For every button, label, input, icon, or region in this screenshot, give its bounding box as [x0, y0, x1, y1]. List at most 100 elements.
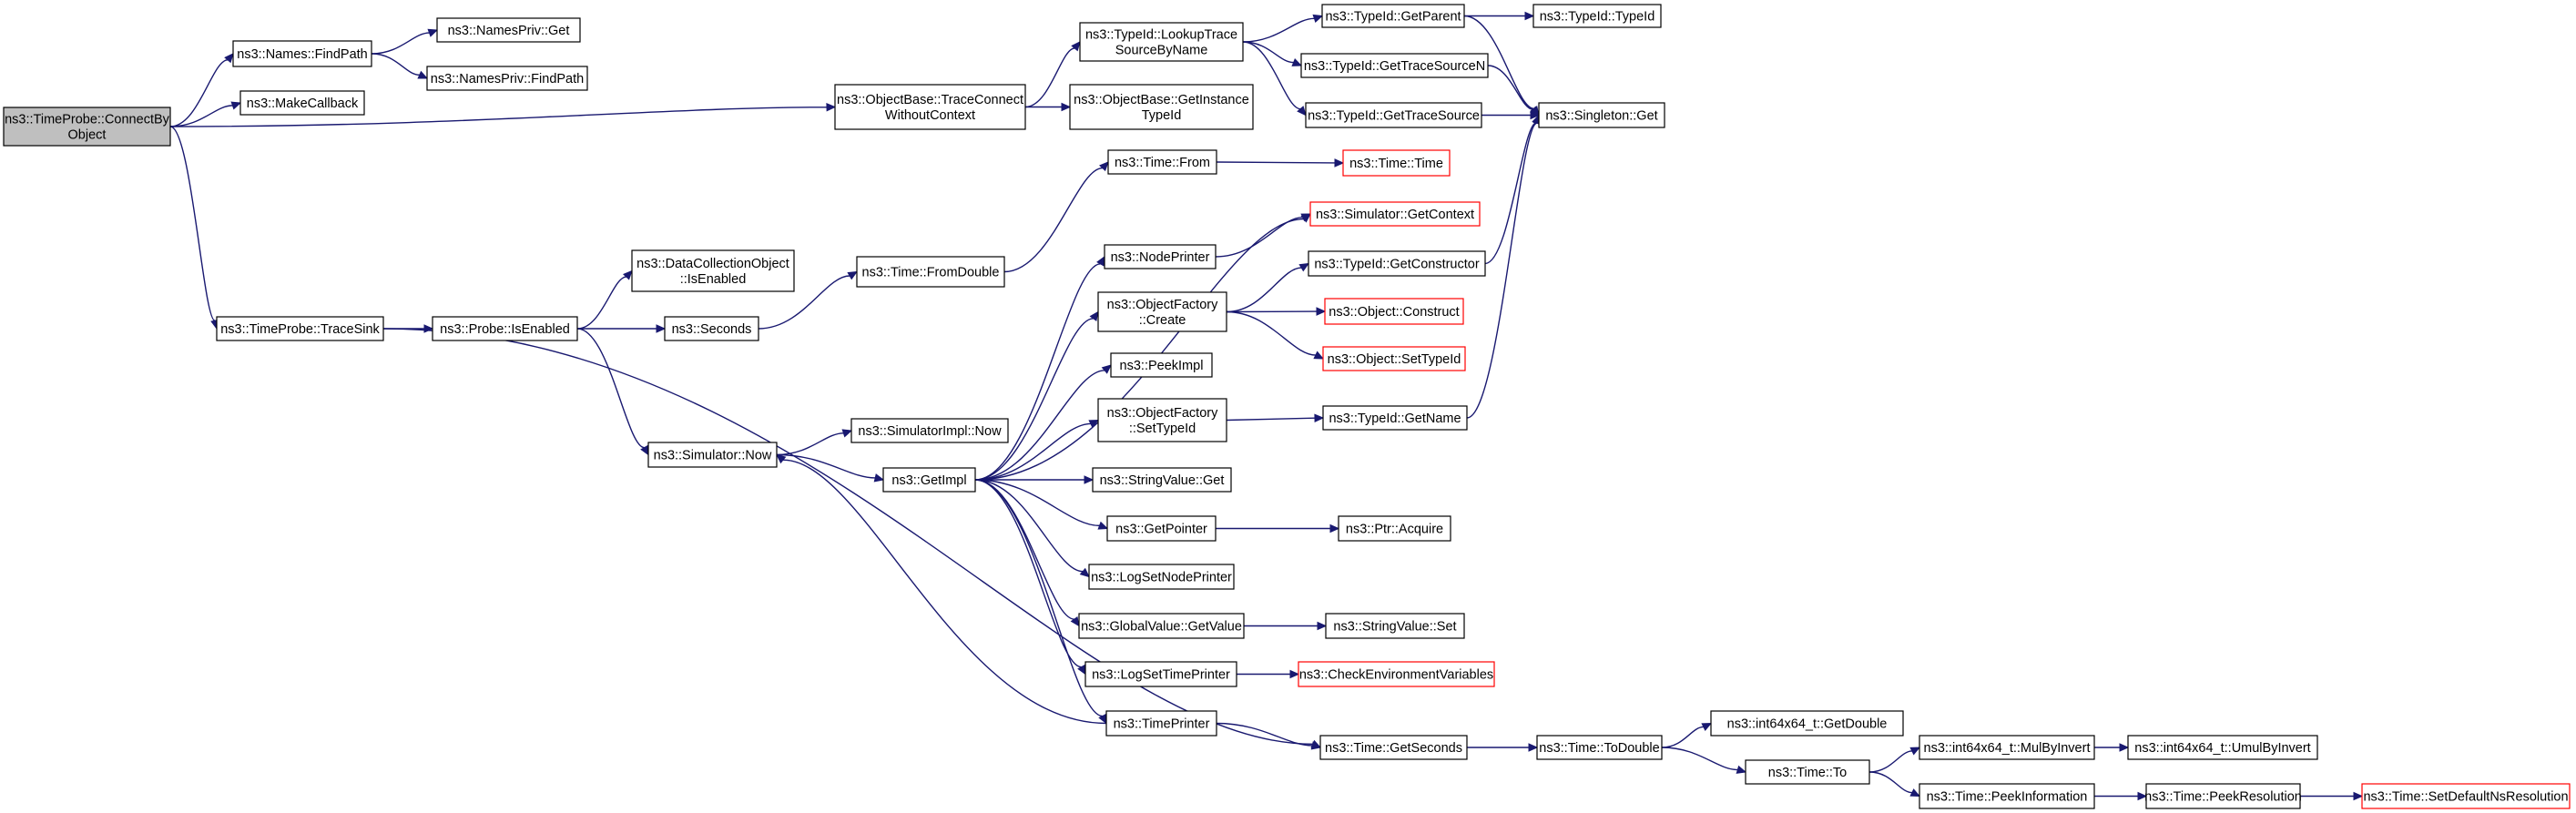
node-probe-isenabled[interactable]: ns3::Probe::IsEnabled — [432, 316, 578, 341]
node-object-settypeid[interactable]: ns3::Object::SetTypeId — [1322, 346, 1466, 371]
node-time-setdefault[interactable]: ns3::Time::SetDefaultNsResolution — [2361, 783, 2571, 809]
edge-getimpl-to-nodeprinter — [974, 255, 1105, 481]
node-ptr-acquire[interactable]: ns3::Ptr::Acquire — [1338, 515, 1451, 542]
node-makecallback[interactable]: ns3::MakeCallback — [239, 90, 365, 116]
node-object-construct[interactable]: ns3::Object::Construct — [1324, 298, 1464, 325]
node-getimpl[interactable]: ns3::GetImpl — [882, 467, 976, 493]
edge-arrowhead — [1079, 567, 1090, 578]
edge-arrowhead — [1289, 669, 1300, 679]
node-sim-now[interactable]: ns3::Simulator::Now — [647, 442, 778, 468]
edge-line — [169, 107, 828, 127]
node-box — [2145, 783, 2301, 809]
edge-arrowhead — [841, 429, 853, 438]
edge-arrowhead — [1316, 307, 1327, 316]
node-typeid-getparent[interactable]: ns3::TypeId::GetParent — [1321, 4, 1465, 28]
node-gv-getvalue[interactable]: ns3::GlobalValue::GetValue — [1078, 613, 1245, 639]
edge-arrowhead — [826, 103, 837, 112]
node-typeid-typeid[interactable]: ns3::TypeId::TypeId — [1532, 4, 1662, 28]
node-time-getseconds[interactable]: ns3::Time::GetSeconds — [1319, 735, 1468, 760]
edge-typeid-lookup-to-typeid-getparent — [1242, 14, 1324, 43]
node-simimpl-now[interactable]: ns3::SimulatorImpl::Now — [850, 418, 1009, 443]
node-box — [1309, 201, 1481, 227]
node-of-settypeid[interactable]: ns3::ObjectFactory::SetTypeId — [1097, 398, 1227, 442]
node-checkenv[interactable]: ns3::CheckEnvironmentVariables — [1298, 661, 1495, 687]
node-box — [1300, 53, 1489, 78]
edge-getimpl-to-logsettimeprinter — [974, 479, 1086, 676]
node-label: ns3::Time::ToDouble — [1539, 741, 1659, 756]
edge-arrowhead — [656, 324, 667, 333]
edge-line — [371, 32, 430, 55]
edge-line — [974, 479, 1100, 527]
node-int64-mulbyinvert[interactable]: ns3::int64x64_t::MulByInvert — [1919, 735, 2095, 760]
node-box — [1536, 735, 1663, 760]
node-label: ns3::TypeId::GetParent — [1325, 10, 1461, 25]
edge-line — [1216, 161, 1336, 164]
node-label: ns3::TimeProbe::ConnectBy — [5, 113, 170, 127]
node-label: ns3::ObjectBase::TraceConnect — [837, 93, 1023, 107]
node-time-time[interactable]: ns3::Time::Time — [1342, 149, 1451, 177]
node-label: ns3::NamesPriv::Get — [448, 24, 570, 38]
edge-of-create-to-object-settypeid — [1226, 310, 1325, 360]
node-ob-traceconnect[interactable]: ns3::ObjectBase::TraceConnectWithoutCont… — [834, 84, 1026, 130]
node-label: ns3::CheckEnvironmentVariables — [1299, 668, 1493, 683]
node-typeid-getctor[interactable]: ns3::TypeId::GetConstructor — [1308, 250, 1486, 277]
edge-names-findpath-to-namespriv-findpath — [371, 53, 429, 79]
node-time-todouble[interactable]: ns3::Time::ToDouble — [1536, 735, 1663, 760]
node-tracesink[interactable]: ns3::TimeProbe::TraceSink — [216, 316, 384, 341]
edge-arrowhead — [1084, 475, 1095, 484]
edge-time-to-to-time-peekinfo — [1868, 771, 1921, 798]
edge-arrowhead — [1334, 158, 1345, 168]
node-time-peekres[interactable]: ns3::Time::PeekResolution — [2144, 783, 2302, 809]
node-box — [882, 467, 976, 493]
node-time-fromdouble[interactable]: ns3::Time::FromDouble — [856, 256, 1005, 288]
node-seconds[interactable]: ns3::Seconds — [664, 316, 759, 341]
edge-line — [974, 479, 1082, 668]
node-box — [1088, 564, 1235, 590]
node-singleton-get[interactable]: ns3::Singleton::Get — [1538, 102, 1665, 128]
node-getpointer[interactable]: ns3::GetPointer — [1106, 515, 1217, 542]
edge-ob-traceconnect-to-ob-getinstance — [1025, 102, 1072, 112]
node-box — [2127, 735, 2318, 760]
node-typeid-getts[interactable]: ns3::TypeId::GetTraceSource — [1305, 102, 1482, 128]
edge-arrowhead — [1312, 14, 1324, 23]
node-namespriv-findpath[interactable]: ns3::NamesPriv::FindPath — [426, 66, 588, 91]
node-label: ns3::Simulator::Now — [654, 449, 772, 463]
edge-line — [1242, 41, 1301, 110]
node-typeid-getname[interactable]: ns3::TypeId::GetName — [1322, 405, 1468, 431]
node-names-findpath[interactable]: ns3::Names::FindPath — [232, 40, 372, 67]
node-peekimpl[interactable]: ns3::PeekImpl — [1110, 352, 1213, 378]
edge-arrowhead — [224, 53, 234, 64]
node-label: ns3::TypeId::GetTraceSource — [1308, 109, 1480, 124]
node-box — [1097, 291, 1227, 332]
edge-time-peekres-to-time-setdefault — [2300, 791, 2364, 801]
node-of-create[interactable]: ns3::ObjectFactory::Create — [1097, 291, 1227, 332]
node-nodeprinter[interactable]: ns3::NodePrinter — [1104, 244, 1217, 269]
edge-typeid-lookup-to-typeid-getts — [1242, 41, 1307, 117]
node-stringvalue-set[interactable]: ns3::StringValue::Set — [1325, 613, 1465, 639]
node-timeprinter[interactable]: ns3::TimePrinter — [1105, 710, 1217, 737]
node-box — [1342, 149, 1451, 177]
node-namespriv-get[interactable]: ns3::NamesPriv::Get — [436, 17, 581, 43]
edge-arrowhead — [1530, 110, 1541, 120]
node-logsettimeprinter[interactable]: ns3::LogSetTimePrinter — [1084, 661, 1237, 687]
node-time-peekinfo[interactable]: ns3::Time::PeekInformation — [1919, 783, 2095, 809]
node-stringvalue-get[interactable]: ns3::StringValue::Get — [1092, 467, 1232, 493]
edge-line — [758, 275, 850, 330]
node-dco-isenabled[interactable]: ns3::DataCollectionObject::IsEnabled — [631, 249, 795, 292]
node-label: ns3::PeekImpl — [1120, 359, 1204, 373]
node-label: ns3::GetImpl — [891, 473, 966, 488]
node-sim-getcontext[interactable]: ns3::Simulator::GetContext — [1309, 201, 1481, 227]
node-int64-getdouble[interactable]: ns3::int64x64_t::GetDouble — [1710, 710, 1904, 737]
node-label: ns3::Simulator::GetContext — [1316, 208, 1474, 222]
node-label: ns3::Time::SetDefaultNsResolution — [2363, 790, 2568, 805]
node-logsetnodeprinter[interactable]: ns3::LogSetNodePrinter — [1088, 564, 1235, 590]
edge-line — [1003, 167, 1103, 273]
node-typeid-gettsn[interactable]: ns3::TypeId::GetTraceSourceN — [1300, 53, 1489, 78]
node-label: ::SetTypeId — [1129, 422, 1196, 436]
node-time-to[interactable]: ns3::Time::To — [1745, 759, 1870, 785]
node-int64-umulbyinvert[interactable]: ns3::int64x64_t::UmulByInvert — [2127, 735, 2318, 760]
node-time-from[interactable]: ns3::Time::From — [1107, 149, 1217, 175]
